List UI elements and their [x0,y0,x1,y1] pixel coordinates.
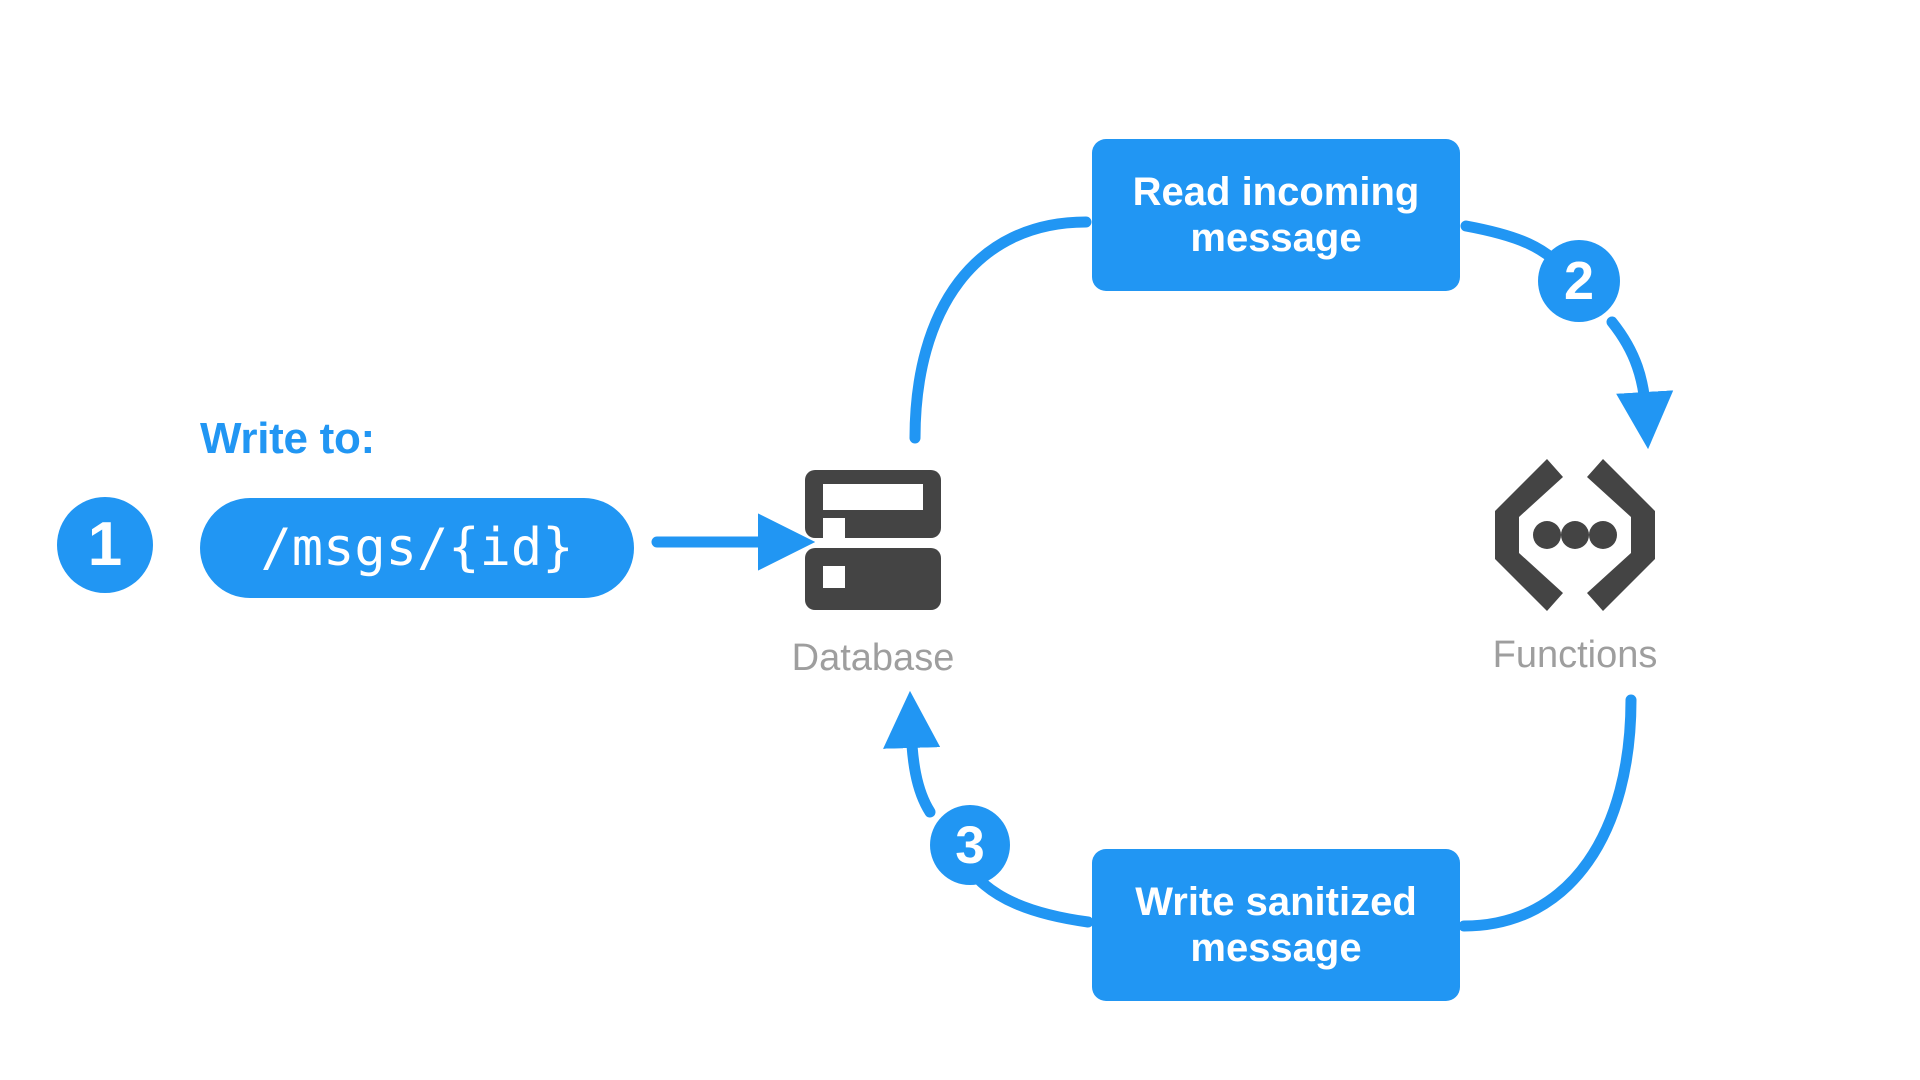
write-to-label: Write to: [200,414,375,463]
write-sanitized-message-text: Write sanitized message [1135,879,1417,972]
database-path-value: /msgs/{id} [260,518,574,578]
functions-node[interactable]: Functions [1465,455,1685,677]
database-label: Database [791,637,955,679]
from-functions-curve [1458,694,1637,932]
read-box-line-2: message [1190,216,1362,260]
database-path-pill[interactable]: /msgs/{id} [200,498,634,598]
functions-braces-icon [1485,455,1665,620]
write-box-line-2: message [1190,926,1362,970]
read-incoming-message-box[interactable]: Read incoming message [1092,139,1460,291]
step-badge-1: 1 [57,497,153,593]
write-box-line-1: Write sanitized [1135,879,1417,924]
write-sanitized-message-box[interactable]: Write sanitized message [1092,849,1460,1001]
database-node[interactable]: Database [783,468,963,680]
step-badge-3: 3 [930,805,1010,885]
step-badge-2: 2 [1538,240,1620,322]
functions-label: Functions [1492,634,1658,676]
database-icon [793,468,953,623]
read-incoming-message-text: Read incoming message [1133,169,1420,262]
read-curve [909,216,1092,444]
read-box-line-1: Read incoming [1132,169,1420,214]
